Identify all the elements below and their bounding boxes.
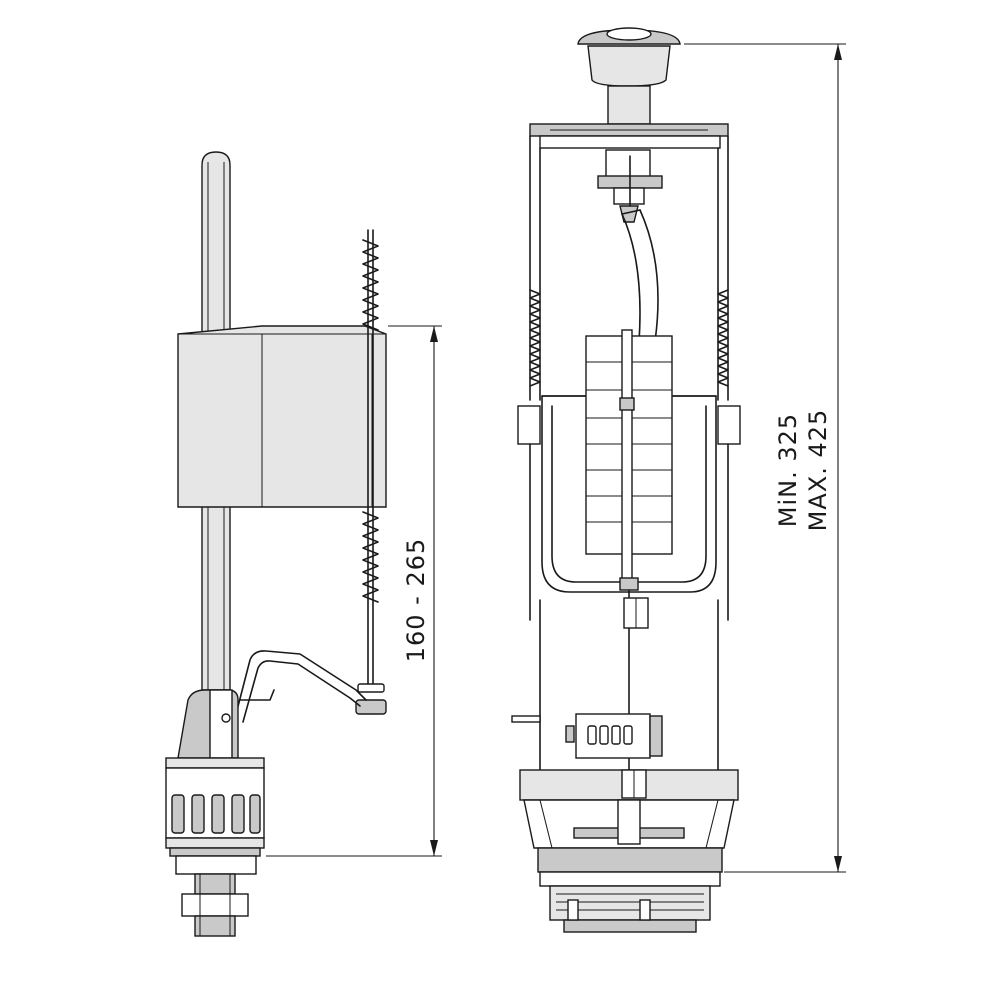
- flush-valve-max-label: MAX. 425: [804, 409, 832, 532]
- flush-valve-min-label: MiN. 325: [774, 413, 802, 527]
- central-stem: [619, 577, 649, 771]
- lever-arm: [234, 650, 367, 723]
- outer-housing: [517, 135, 741, 621]
- top-cap: [529, 123, 729, 149]
- flush-valve-dimension: MiN. 325 MAX. 425: [684, 43, 846, 873]
- lower-body: [511, 599, 719, 771]
- fill-valve-height-label: 160 - 265: [402, 538, 430, 663]
- fill-valve-dimension: 160 - 265: [266, 325, 442, 857]
- float-cup: [177, 325, 387, 508]
- valve-body: [165, 689, 265, 937]
- fill-valve: [165, 151, 387, 937]
- base-seat: [519, 769, 739, 933]
- float: [585, 329, 673, 589]
- push-button: [577, 27, 681, 125]
- flush-valve: [511, 27, 741, 933]
- adjustment-rod: [355, 229, 387, 715]
